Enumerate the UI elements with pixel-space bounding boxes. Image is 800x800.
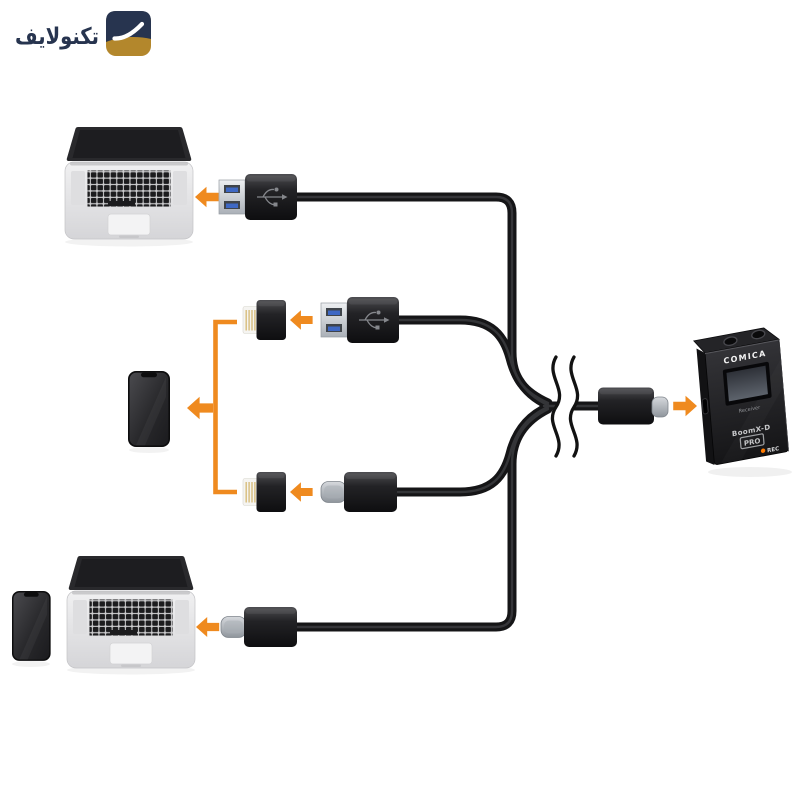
receiver-jack-left	[723, 336, 738, 347]
technolife-brand-text: تکنولایف	[15, 24, 99, 50]
laptop-device-top	[64, 126, 194, 240]
arrow-left-icon-middle-bottom	[290, 482, 313, 502]
technolife-logo: تکنولایف	[15, 11, 151, 56]
receiver-screen-label: Receiver	[738, 405, 761, 415]
rec-dot-icon	[760, 448, 766, 453]
cable-top	[287, 192, 553, 408]
usb-a-connector-top	[218, 173, 298, 221]
technolife-logo-icon	[106, 11, 151, 56]
svg-text:REC: REC	[767, 446, 780, 454]
usb-a-connector-middle	[320, 296, 400, 344]
receiver-pro-badge: PRO	[739, 433, 765, 450]
arrow-left-icon-middle-top	[290, 310, 313, 330]
cable-break-icon	[550, 357, 580, 456]
usb-c-connector-hub	[598, 387, 669, 425]
arrow-left-icon-phone	[187, 396, 214, 420]
arrow-left-icon-top	[195, 186, 219, 208]
arrow-right-icon-hub	[673, 395, 697, 417]
receiver-rec-indicator: REC	[760, 446, 780, 454]
technolife-swoosh-icon	[112, 21, 145, 41]
usb-c-connector-middle	[320, 471, 398, 513]
svg-text:PRO: PRO	[744, 436, 761, 448]
smartphone-device-bottom	[12, 591, 51, 661]
usb-c-connector-bottom	[220, 606, 298, 648]
receiver-device: COMICA Receiver BoomX-D PRO REC	[692, 327, 789, 465]
receiver-jack-right	[751, 329, 766, 340]
receiver-usb-port	[701, 398, 709, 415]
splitter-bracket	[213, 319, 237, 495]
laptop-device-bottom	[66, 555, 196, 669]
lightning-adapter-top	[242, 299, 287, 341]
arrow-left-icon-bottom	[196, 617, 220, 637]
smartphone-device-middle	[128, 371, 170, 447]
cable-middle-top	[389, 315, 553, 410]
cable-middle-bottom	[387, 402, 553, 497]
lightning-adapter-bottom	[242, 471, 287, 513]
